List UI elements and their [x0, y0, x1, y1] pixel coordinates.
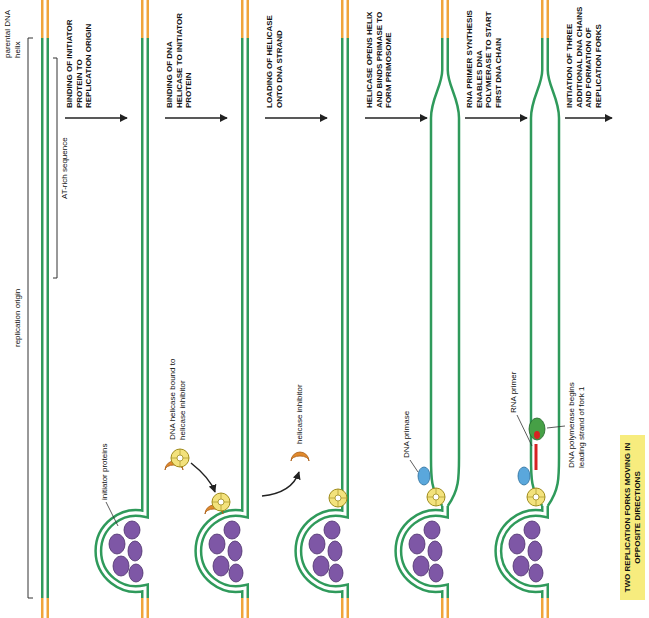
- helicase-with-inhibitor: [165, 449, 189, 470]
- dna-panel: [98, 0, 145, 618]
- step-caption: BINDING OF INITIATOR PROTEIN TO REPLICAT…: [65, 6, 94, 108]
- protein-label: DNA primase: [402, 411, 412, 458]
- step-arrow: [465, 117, 527, 119]
- release-arrow: [262, 472, 299, 496]
- step-caption: INITIATION OF THREE ADDITIONAL DNA CHAIN…: [565, 6, 603, 108]
- step-caption: RNA PRIMER SYNTHESIS ENABLES DNA POLYMER…: [465, 6, 503, 108]
- step-arrow: [365, 117, 427, 119]
- protein-label: DNA helicase bound to helicase inhibitor: [168, 340, 187, 440]
- protein-label: initiator proteins: [100, 444, 110, 500]
- step-caption: LOADING OF HELICASE ONTO DNA STRAND: [265, 6, 284, 108]
- dna-panel: [198, 0, 245, 618]
- origin-bracket: [28, 38, 33, 598]
- entry-arrow: [191, 463, 215, 492]
- step-caption: BINDING OF DNA HELICASE TO INITIATOR PRO…: [165, 6, 194, 108]
- step-arrow: [565, 117, 612, 119]
- dna-panel: [498, 0, 559, 618]
- step-arrow: [165, 117, 227, 119]
- step-arrow: [265, 117, 327, 119]
- step-arrow: [65, 117, 127, 119]
- dna-panel: [45, 0, 46, 618]
- released-inhibitor: [291, 452, 309, 461]
- dna-panel: [298, 0, 347, 618]
- protein-label: DNA polymerase begins leading strand of …: [567, 358, 586, 468]
- bracket-label: replication origin: [13, 289, 23, 347]
- at-rich-bracket: [53, 58, 57, 278]
- leader-line: [517, 415, 532, 446]
- leader-line: [106, 502, 118, 526]
- leader-line: [547, 426, 565, 428]
- leader-line: [410, 460, 418, 472]
- dna-panel: [398, 0, 459, 618]
- bracket-label: AT-rich sequence: [60, 137, 70, 199]
- protein-label: RNA primer: [509, 372, 519, 413]
- box-text: TWO REPLICATION FORKS MOVING IN OPPOSITE…: [623, 440, 642, 595]
- step-caption: HELICASE OPENS HELIX AND BINDS PRIMASE T…: [365, 6, 394, 108]
- dna-label: parental DNA helix: [3, 8, 22, 58]
- result-box: TWO REPLICATION FORKS MOVING IN OPPOSITE…: [620, 435, 645, 600]
- protein-label: helicase inhibitor: [295, 384, 305, 444]
